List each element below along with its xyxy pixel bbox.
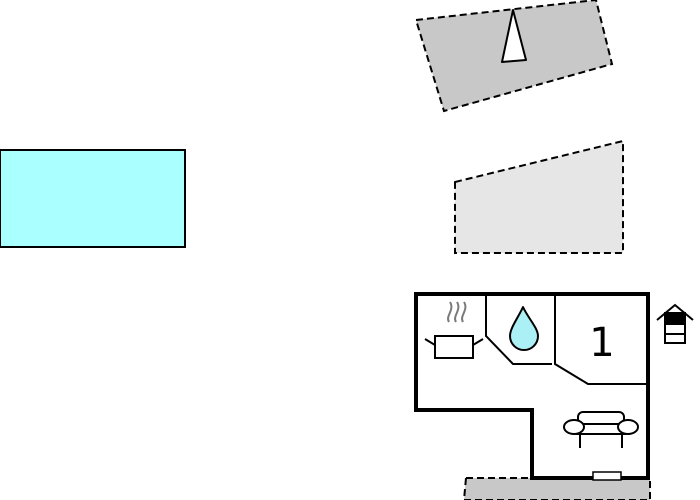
terrace-middle bbox=[454, 139, 624, 254]
entrance-door bbox=[592, 471, 622, 481]
pool bbox=[0, 149, 186, 248]
north-arrow-icon bbox=[501, 9, 527, 63]
terrace-bottom bbox=[462, 477, 651, 500]
water-drop-icon bbox=[509, 306, 539, 351]
sofa-icon bbox=[563, 411, 639, 448]
interior-wall-kitchen bbox=[485, 294, 552, 365]
interior-wall-bathroom bbox=[554, 296, 646, 385]
house-entrance-icon bbox=[656, 303, 694, 344]
cooking-pot-icon bbox=[424, 301, 484, 359]
bedroom-number: 1 bbox=[589, 320, 614, 366]
